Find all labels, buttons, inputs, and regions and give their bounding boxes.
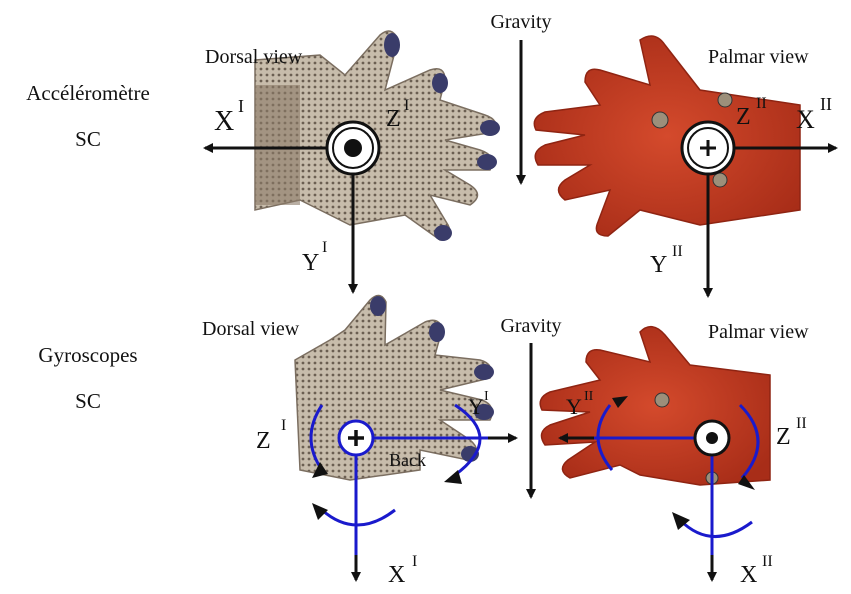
- top-left-sensor-dot-icon: [327, 122, 379, 174]
- bottom-palmar-title: Palmar view: [708, 321, 809, 343]
- bottom-y-right-sup: II: [584, 389, 594, 404]
- bottom-x-right-label: X: [740, 562, 757, 588]
- top-y-left-label: Y: [302, 250, 319, 276]
- bottom-y-right-label: Y: [566, 394, 582, 419]
- bottom-right-x-rotation-arc: [680, 520, 752, 537]
- bottom-left-x-rotation-arc: [322, 510, 395, 525]
- bottom-back-label: Back: [389, 450, 426, 470]
- top-z-right-sup: II: [756, 95, 767, 112]
- gyroscope-sc-label: SC: [75, 389, 101, 413]
- bottom-dorsal-title: Dorsal view: [202, 318, 300, 340]
- bottom-y-left-label: Y: [468, 394, 484, 419]
- top-x-right-label: X: [796, 105, 815, 134]
- top-y-right-label: Y: [650, 252, 667, 278]
- top-gravity-label: Gravity: [490, 11, 551, 33]
- top-y-left-sup: I: [322, 239, 327, 256]
- bottom-z-right-sup: II: [796, 415, 807, 432]
- top-right-sensor-plus-icon: [682, 122, 734, 174]
- accelerometer-sc-label: SC: [75, 127, 101, 151]
- top-z-left-sup: I: [404, 97, 409, 114]
- top-x-left-sup: I: [238, 96, 244, 116]
- bottom-x-left-sup: I: [412, 553, 417, 570]
- bottom-x-right-sup: II: [762, 553, 773, 570]
- bottom-gravity-label: Gravity: [500, 315, 561, 337]
- bottom-right-sensor-dot-icon: [695, 421, 729, 455]
- bottom-z-left-label: Z: [256, 428, 271, 454]
- accelerometer-label: Accéléromètre: [26, 81, 150, 105]
- top-z-left-label: Z: [386, 106, 401, 132]
- top-x-left-label: X: [214, 106, 234, 137]
- top-x-right-sup: II: [820, 94, 832, 114]
- top-y-right-sup: II: [672, 243, 683, 260]
- gyroscope-label: Gyroscopes: [38, 343, 137, 367]
- top-dorsal-title: Dorsal view: [205, 46, 303, 68]
- bottom-left-sensor-plus-icon: [339, 421, 373, 455]
- top-z-right-label: Z: [736, 104, 751, 130]
- bottom-z-right-label: Z: [776, 424, 791, 450]
- bottom-z-left-sup: I: [281, 417, 286, 434]
- top-palmar-title: Palmar view: [708, 46, 809, 68]
- bottom-x-left-label: X: [388, 562, 405, 588]
- bottom-y-left-sup: I: [484, 389, 489, 404]
